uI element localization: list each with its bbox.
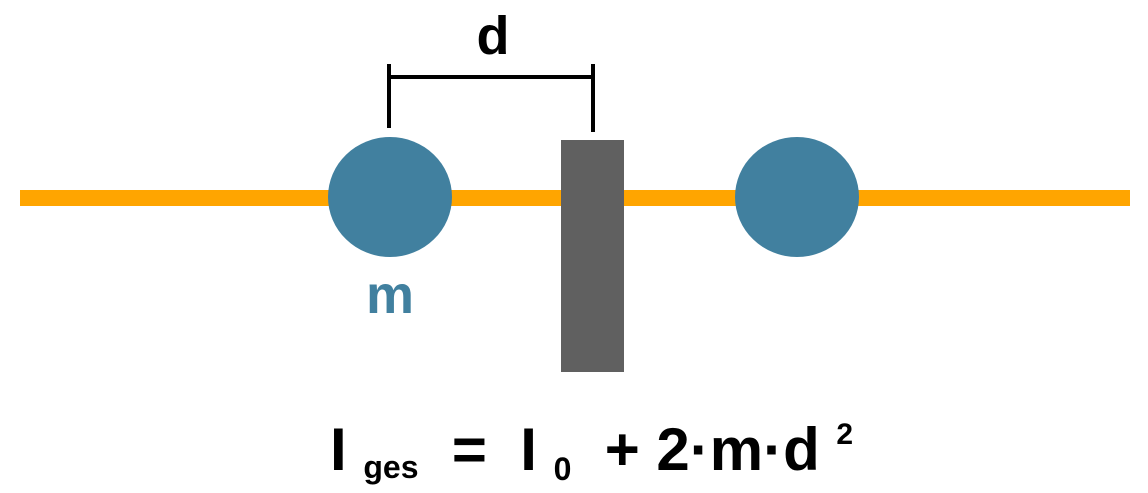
formula-term1-sub: 0 xyxy=(554,451,572,487)
formula-equals: = xyxy=(435,416,503,483)
formula-exponent: 2 xyxy=(836,418,853,451)
rotation-axis xyxy=(561,140,624,372)
distance-label: d xyxy=(477,6,510,66)
formula-lhs-main: I xyxy=(330,416,347,483)
mass-left xyxy=(328,137,452,257)
distance-bracket xyxy=(387,64,595,132)
formula-term1-main: I xyxy=(520,416,537,483)
formula-lhs-sub: ges xyxy=(363,449,418,485)
formula-rest: + 2·m·d xyxy=(588,416,820,483)
formula: I ges = I 0 + 2·m·d 2 xyxy=(330,416,853,493)
mass-right xyxy=(735,137,859,257)
mass-label: m xyxy=(366,265,414,325)
